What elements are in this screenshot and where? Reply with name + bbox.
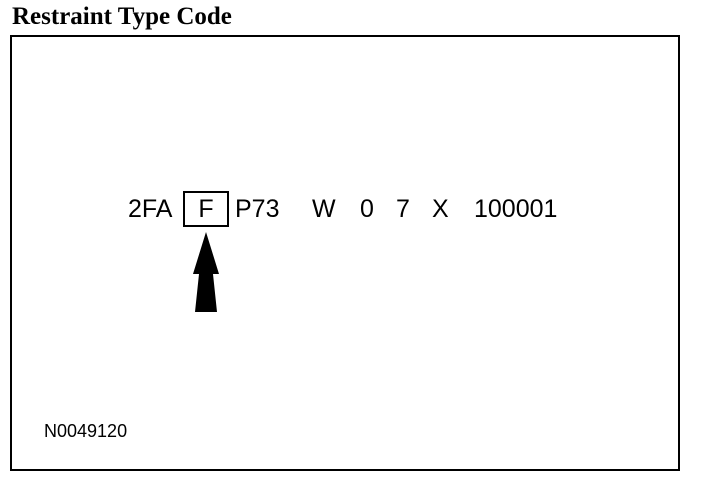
vin-serial: 100001 xyxy=(474,195,558,223)
vin-segment-2: W xyxy=(312,195,336,223)
vin-segment-1: P73 xyxy=(235,195,280,223)
vin-segment-4: 7 xyxy=(396,195,410,223)
up-arrow-icon xyxy=(193,232,219,312)
vin-highlighted-restraint-code: F xyxy=(183,191,229,227)
vin-segment-3: 0 xyxy=(360,195,374,223)
figure-id: N0049120 xyxy=(44,421,128,441)
figure-title: Restraint Type Code xyxy=(12,3,232,30)
vin-prefix: 2FA xyxy=(128,195,173,223)
diagram-frame xyxy=(10,35,680,471)
vin-segment-5: X xyxy=(432,195,449,223)
